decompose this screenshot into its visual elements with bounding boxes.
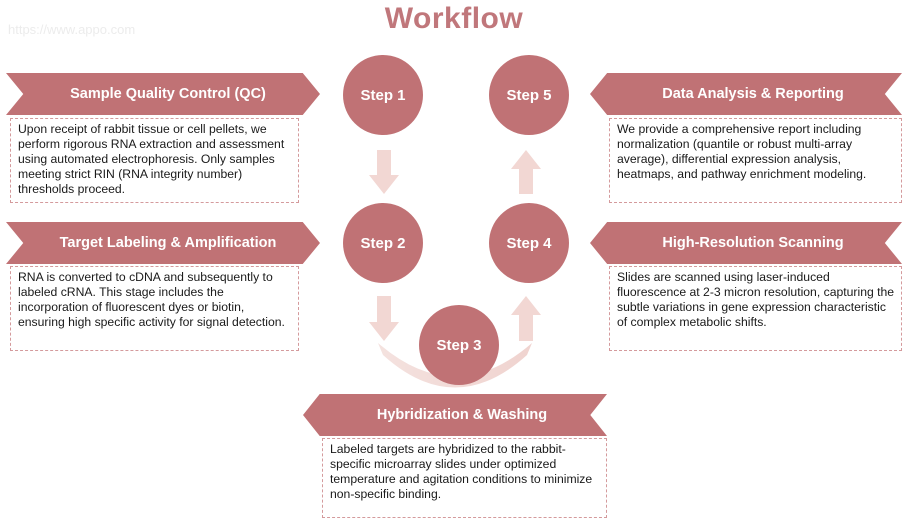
stage-3-description: Labeled targets are hybridized to the ra…	[322, 438, 607, 518]
curved-connector	[378, 343, 532, 388]
stage-1-heading: Sample Quality Control (QC)	[6, 73, 320, 115]
step-1-circle: Step 1	[343, 55, 423, 135]
stage-3-heading: Hybridization & Washing	[303, 394, 607, 436]
step-4-circle: Step 4	[489, 203, 569, 283]
arrow-down-1	[369, 150, 399, 194]
step-2-circle: Step 2	[343, 203, 423, 283]
arrow-up-2	[511, 150, 541, 194]
stage-5-heading: Data Analysis & Reporting	[590, 73, 902, 115]
stage-4-heading: High-Resolution Scanning	[590, 222, 902, 264]
stage-1-description: Upon receipt of rabbit tissue or cell pe…	[10, 118, 299, 203]
stage-4-description: Slides are scanned using laser-induced f…	[609, 266, 902, 351]
step-5-circle: Step 5	[489, 55, 569, 135]
arrow-down-2	[369, 296, 399, 341]
arrow-up-1	[511, 296, 541, 341]
stage-5-description: We provide a comprehensive report includ…	[609, 118, 902, 203]
step-3-circle: Step 3	[419, 305, 499, 385]
page-title: Workflow	[384, 2, 524, 35]
stage-2-description: RNA is converted to cDNA and subsequentl…	[10, 266, 299, 351]
watermark: https://www.appo.com	[8, 22, 136, 37]
stage-2-heading: Target Labeling & Amplification	[6, 222, 320, 264]
